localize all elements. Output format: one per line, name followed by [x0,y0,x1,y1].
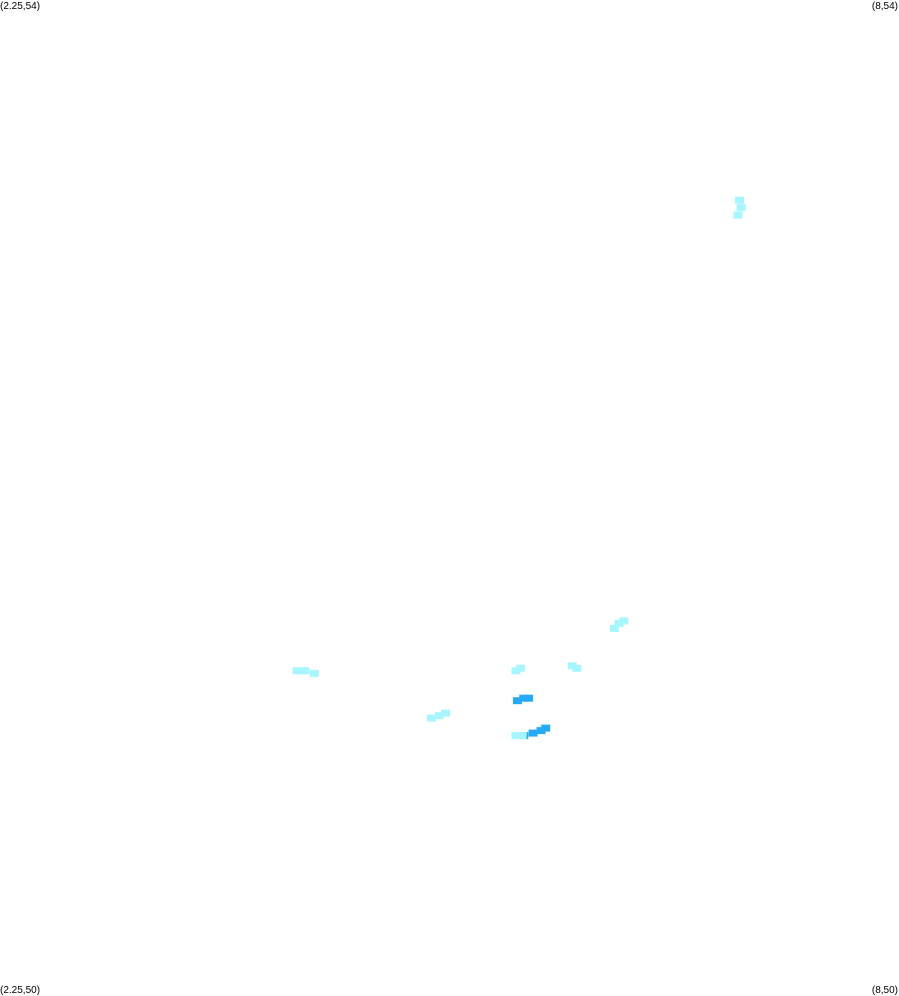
map-feature-cell [614,620,624,627]
map-feature-cell [524,694,533,702]
map-feature-cell [541,724,551,732]
map-feature-cell [619,617,629,625]
map-feature-center-b-patch [567,662,582,672]
map-feature-cell [434,712,444,720]
map-feature-cell [513,697,522,705]
map-feature-cell [733,211,743,219]
map-feature-cell [536,727,546,735]
map-feature-ne-patch [733,196,746,219]
map-feature-cell [736,204,746,212]
map-feature-cell [735,196,744,204]
map-feature-cell [517,732,527,740]
map-feature-cell [609,625,619,632]
map-feature-cell [519,694,529,702]
map-feature-light-lower-patch [511,732,527,740]
corner-label-top-right: (8,54) [871,1,898,12]
map-feature-cell [300,667,310,675]
map-feature-cell [511,667,521,675]
map-feature-cell [309,669,319,677]
corner-label-top-left: (2.25,54) [0,1,41,12]
map-feature-cell [441,709,451,717]
map-feature-cell [567,662,577,670]
map-feature-cell [572,664,582,672]
corner-label-bottom-right: (8,50) [871,985,898,996]
map-feature-cell [292,667,302,675]
map-feature-center-sw-patch [427,709,451,722]
map-feature-east-patch [609,617,629,632]
map-feature-west-patch [292,667,319,677]
features-layer [292,196,746,740]
map-feature-dark-upper-patch [513,694,533,705]
map-feature-cell [427,714,436,722]
map-feature-center-a-patch [511,664,526,675]
map-feature-cell [528,729,538,737]
map-feature-cell [511,732,521,740]
corner-label-bottom-left: (2.25,50) [0,985,41,996]
map-feature-cell [516,664,526,672]
